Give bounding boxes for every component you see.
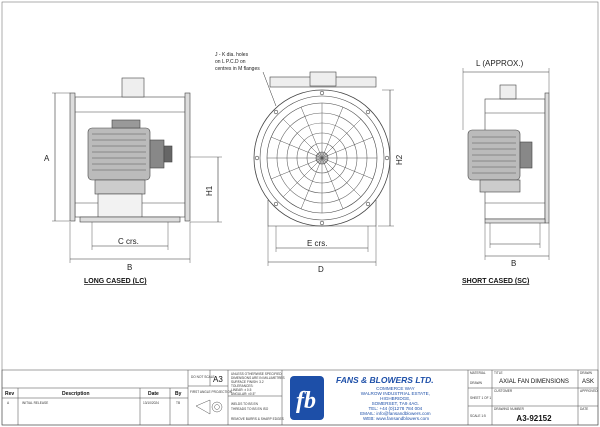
dim-b-label-sc: B bbox=[511, 259, 516, 268]
short-cased-view bbox=[462, 68, 550, 260]
drawn-label: DRAWN bbox=[470, 381, 483, 385]
address-line-3: HIGHBRIDGE, bbox=[380, 396, 410, 401]
description-header: Description bbox=[62, 391, 90, 397]
company-logo bbox=[290, 376, 324, 420]
dim-e-crs-label: E crs. bbox=[307, 239, 327, 248]
hole-note: J - K dia. holes on L P.C.D on centres i… bbox=[215, 52, 260, 72]
dim-b-label-lc: B bbox=[127, 263, 132, 272]
projection-label: FIRST ANGLE PROJECTION bbox=[190, 390, 233, 394]
address-line-7: WEB: www.fansandblowers.com bbox=[363, 416, 429, 421]
title-label: TITLE bbox=[494, 371, 503, 375]
long-cased-title: LONG CASED (LC) bbox=[84, 278, 147, 285]
front-view bbox=[253, 71, 394, 266]
date-header: Date bbox=[148, 391, 159, 397]
approved-label: APPROVED bbox=[580, 389, 598, 393]
date-label: DATE bbox=[580, 407, 588, 411]
long-cased-view bbox=[52, 77, 222, 263]
customer-label: CUSTOMER bbox=[494, 389, 513, 393]
weld-notes: WELDS TO BS EN THREADS TO BS EN ISO REMO… bbox=[231, 402, 284, 421]
dim-c-crs-label: C crs. bbox=[118, 237, 139, 246]
do-not-scale: DO NOT SCALE bbox=[191, 375, 215, 379]
scale-label: SCALE 1:5 bbox=[470, 414, 486, 418]
tolerance-line-6: ANGULAR: ±0.5° bbox=[231, 392, 256, 396]
address-line-5: TEL: +44 (0)1278 784 004 bbox=[368, 406, 422, 411]
drawing-number: A3-92152 bbox=[516, 414, 552, 423]
tolerance-notes: UNLESS OTHERWISE SPECIFIED DIMENSIONS AR… bbox=[231, 372, 286, 396]
company-name: FANS & BLOWERS LTD. bbox=[336, 375, 434, 385]
dim-l-approx-label: L (APPROX.) bbox=[476, 59, 524, 68]
rev-row-description: INITIAL RELEASE bbox=[22, 401, 48, 405]
tolerance-line-4: TOLERANCES: bbox=[231, 384, 254, 388]
tolerance-line-5: LINEAR: ± 0.5 bbox=[231, 388, 252, 392]
sheet-label: SHEET 1 OF 1 bbox=[470, 396, 491, 400]
tolerance-line-3: SURFACE FINISH: 3.2 bbox=[231, 380, 264, 384]
weld-line-2: THREADS TO BS EN ISO bbox=[231, 407, 269, 411]
dim-h2-label: H2 bbox=[395, 154, 404, 165]
drawing-title: AXIAL FAN DIMENSIONS bbox=[499, 379, 569, 385]
dim-d-label: D bbox=[318, 265, 324, 274]
material-label: MATERIAL bbox=[470, 371, 486, 375]
address-line-6: EMAIL: info@fansandblowers.com bbox=[360, 411, 431, 416]
rev-row-by: TB bbox=[176, 401, 180, 405]
company-address: COMMERCE WAY WALROW INDUSTRIAL ESTATE, H… bbox=[360, 386, 432, 421]
rev-row-date: 13/10/2024 bbox=[143, 401, 159, 405]
weld-line-3: REMOVE BURRS & SHARP EDGES bbox=[231, 417, 284, 421]
drawn-by-label: DRAWN bbox=[580, 371, 593, 375]
sheet-size: A3 bbox=[213, 375, 223, 384]
weld-line-1: WELDS TO BS EN bbox=[231, 402, 259, 406]
address-line-4: SOMERSET, TA9 4AG. bbox=[372, 401, 420, 406]
address-line-1: COMMERCE WAY bbox=[376, 386, 414, 391]
lc-motor bbox=[87, 127, 151, 181]
dim-a-label: A bbox=[44, 154, 50, 163]
dim-h1-label: H1 bbox=[205, 185, 214, 196]
hole-note-line-2: on L P.C.D on bbox=[215, 59, 246, 65]
dwg-number-label: DRAWING NUMBER bbox=[494, 407, 525, 411]
hole-note-line-1: J - K dia. holes bbox=[215, 52, 249, 58]
logo-mark: fb bbox=[296, 388, 316, 414]
title-block: fb bbox=[1, 369, 599, 426]
drawn-by: ASK bbox=[582, 379, 594, 385]
tolerance-line-1: UNLESS OTHERWISE SPECIFIED bbox=[231, 372, 282, 376]
address-line-2: WALROW INDUSTRIAL ESTATE, bbox=[361, 391, 430, 396]
rev-header: Rev bbox=[5, 391, 14, 397]
tolerance-line-2: DIMENSIONS ARE IN MILLIMETRES bbox=[231, 376, 285, 380]
by-header: By bbox=[175, 391, 182, 397]
short-cased-title: SHORT CASED (SC) bbox=[462, 278, 529, 285]
rev-row-rev: A bbox=[7, 401, 10, 405]
hole-note-line-3: centres in M flanges bbox=[215, 66, 260, 72]
